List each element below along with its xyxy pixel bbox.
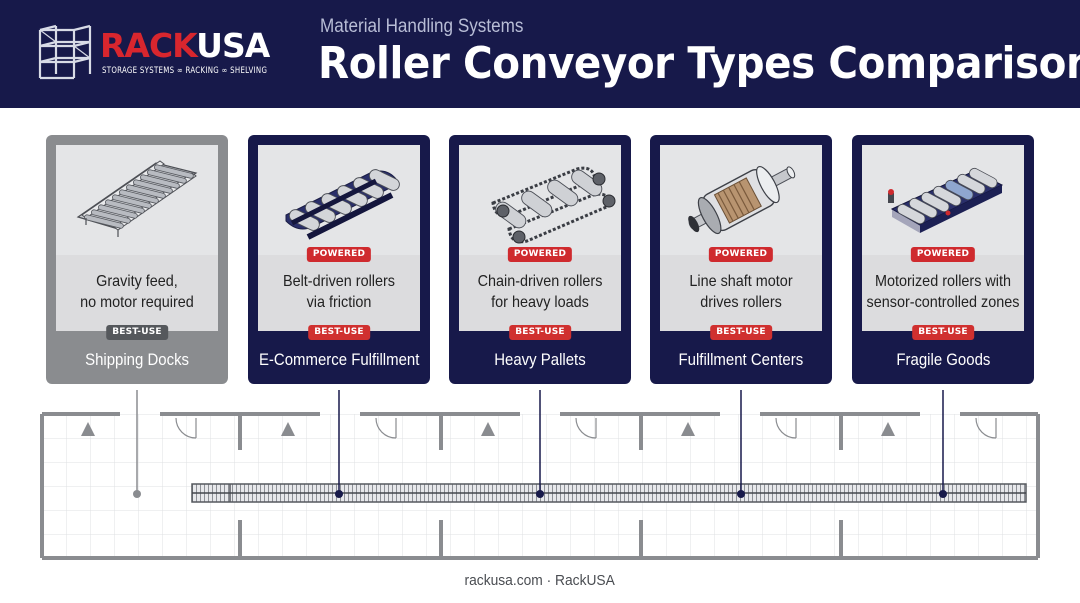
storage-rack-icon — [38, 24, 92, 80]
best-use-text: Shipping Docks — [85, 350, 189, 369]
brand-rack: RACK — [100, 26, 197, 65]
desc-line-2: for heavy loads — [491, 294, 589, 311]
card-belt-conveyor[interactable]: POWERED Belt-driven rollers via friction… — [248, 135, 430, 384]
card-description-box — [258, 255, 420, 331]
gravity-roller-conveyor-icon — [76, 160, 198, 237]
best-use-text: Fulfillment Centers — [678, 350, 804, 369]
door-swings — [175, 417, 997, 439]
floor-walls — [40, 412, 1040, 560]
footer-credit[interactable]: rackusa.com · RackUSA — [0, 572, 1080, 589]
gravity-marker — [133, 490, 141, 498]
card-line-shaft-conveyor[interactable]: POWERED Line shaft motor drives rollers … — [650, 135, 832, 384]
card-description-box — [56, 255, 218, 331]
card-motorized-conveyor[interactable]: POWERED Motorized rollers with sensor-co… — [852, 135, 1034, 384]
card-gravity-conveyor[interactable]: Gravity feed, no motor required BEST-USE… — [46, 135, 228, 384]
card-image — [258, 145, 420, 256]
dock-markers — [81, 422, 895, 436]
page-subtitle: Material Handling Systems — [320, 16, 524, 37]
best-use-badge: BEST-USE — [308, 325, 370, 340]
card-description-box — [862, 255, 1024, 331]
best-use-label: Heavy Pallets — [449, 350, 631, 370]
powered-markers — [335, 490, 947, 498]
brand-usa: USA — [196, 26, 270, 65]
card-description: Chain-driven rollers for heavy loads — [449, 271, 631, 313]
card-image — [660, 145, 822, 256]
best-use-text: Fragile Goods — [896, 350, 990, 369]
desc-line-2: drives rollers — [700, 294, 782, 311]
card-image — [459, 145, 621, 256]
best-use-text: Heavy Pallets — [494, 350, 586, 369]
desc-line-1: Motorized rollers with — [874, 273, 1012, 290]
powered-badge: POWERED — [306, 247, 372, 262]
card-image — [862, 145, 1024, 256]
card-chain-conveyor[interactable]: POWERED Chain-driven rollers for heavy l… — [449, 135, 631, 384]
best-use-badge: BEST-USE — [509, 325, 571, 340]
page-title: Roller Conveyor Types Comparison — [318, 38, 1080, 89]
desc-line-2: via friction — [306, 294, 372, 311]
powered-connectors — [338, 390, 944, 494]
card-description-box — [459, 255, 621, 331]
card-description: Motorized rollers with sensor-controlled… — [852, 271, 1034, 313]
best-use-label: Fulfillment Centers — [650, 350, 832, 370]
footer-text[interactable]: rackusa.com · RackUSA — [464, 572, 616, 589]
desc-line-1: Chain-driven rollers — [477, 273, 603, 290]
powered-badge: POWERED — [507, 247, 573, 262]
best-use-label: Shipping Docks — [46, 350, 228, 370]
rackusa-logo[interactable]: RACKUSA STORAGE SYSTEMS ∞ RACKING ∞ SHEL… — [36, 24, 286, 84]
belt-driven-roller-icon — [285, 169, 400, 240]
powered-badge: POWERED — [910, 247, 976, 262]
card-description: Gravity feed, no motor required — [46, 271, 228, 313]
warehouse-floor-plan — [40, 390, 1040, 560]
best-use-badge: BEST-USE — [912, 325, 974, 340]
best-use-badge: BEST-USE — [710, 325, 772, 340]
brand-name: RACKUSA — [100, 26, 270, 65]
best-use-label: Fragile Goods — [852, 350, 1034, 370]
card-description: Belt-driven rollers via friction — [248, 271, 430, 313]
desc-line-2: sensor-controlled zones — [866, 294, 1020, 311]
header-banner: RACKUSA STORAGE SYSTEMS ∞ RACKING ∞ SHEL… — [0, 0, 1080, 108]
powered-badge: POWERED — [708, 247, 774, 262]
desc-line-1: Belt-driven rollers — [282, 273, 396, 290]
best-use-label: E-Commerce Fulfillment — [248, 350, 430, 370]
card-description: Line shaft motor drives rollers — [650, 271, 832, 313]
best-use-badge: BEST-USE — [106, 325, 168, 340]
desc-line-2: no motor required — [80, 294, 194, 311]
line-shaft-roller-icon — [688, 166, 796, 235]
card-description-box — [660, 255, 822, 331]
chain-driven-roller-icon — [491, 166, 616, 244]
best-use-text: E-Commerce Fulfillment — [258, 350, 420, 369]
motorized-roller-icon — [888, 167, 1004, 233]
desc-line-1: Line shaft motor — [689, 273, 793, 290]
card-image — [56, 145, 218, 256]
brand-tagline: STORAGE SYSTEMS ∞ RACKING ∞ SHELVING — [102, 66, 268, 76]
desc-line-1: Gravity feed, — [96, 273, 178, 290]
